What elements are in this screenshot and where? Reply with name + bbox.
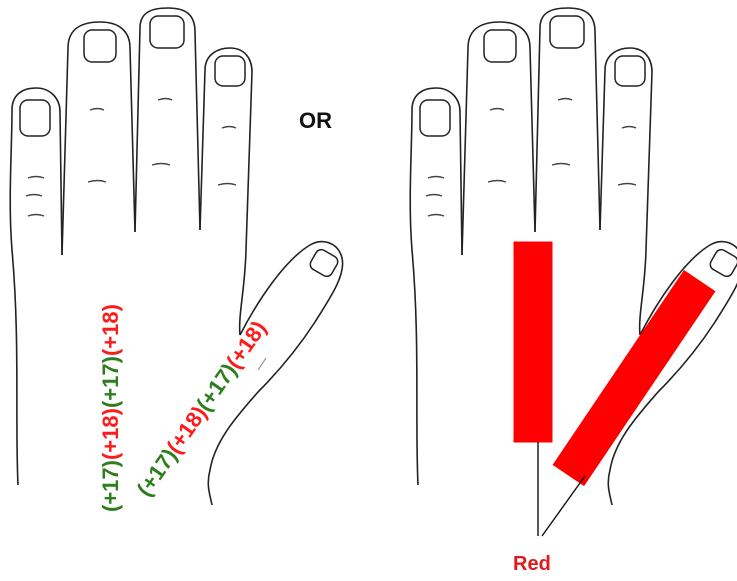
right-hand xyxy=(410,8,737,505)
svg-text:(+17)(+18)(+17)(+18): (+17)(+18)(+17)(+18) xyxy=(98,304,123,512)
finger-red-bar xyxy=(514,242,552,442)
finger-label-4: (+18) xyxy=(98,304,123,356)
thumb-label-4: (+18) xyxy=(221,316,271,373)
svg-text:(+17)(+18)(+17)(+18): (+17)(+18)(+17)(+18) xyxy=(132,316,272,501)
finger-label-3: (+17) xyxy=(98,356,123,408)
thumb-bar-leader xyxy=(542,476,585,536)
finger-label-1: (+17) xyxy=(98,460,123,512)
thumb-label-column: (+17)(+18)(+17)(+18) xyxy=(132,316,272,501)
finger-label-column: (+17)(+18)(+17)(+18) xyxy=(98,304,123,512)
or-separator: OR xyxy=(299,108,332,133)
thumb-red-bar xyxy=(553,270,716,486)
finger-label-2: (+18) xyxy=(98,408,123,460)
red-bar-label: Red xyxy=(513,553,551,575)
